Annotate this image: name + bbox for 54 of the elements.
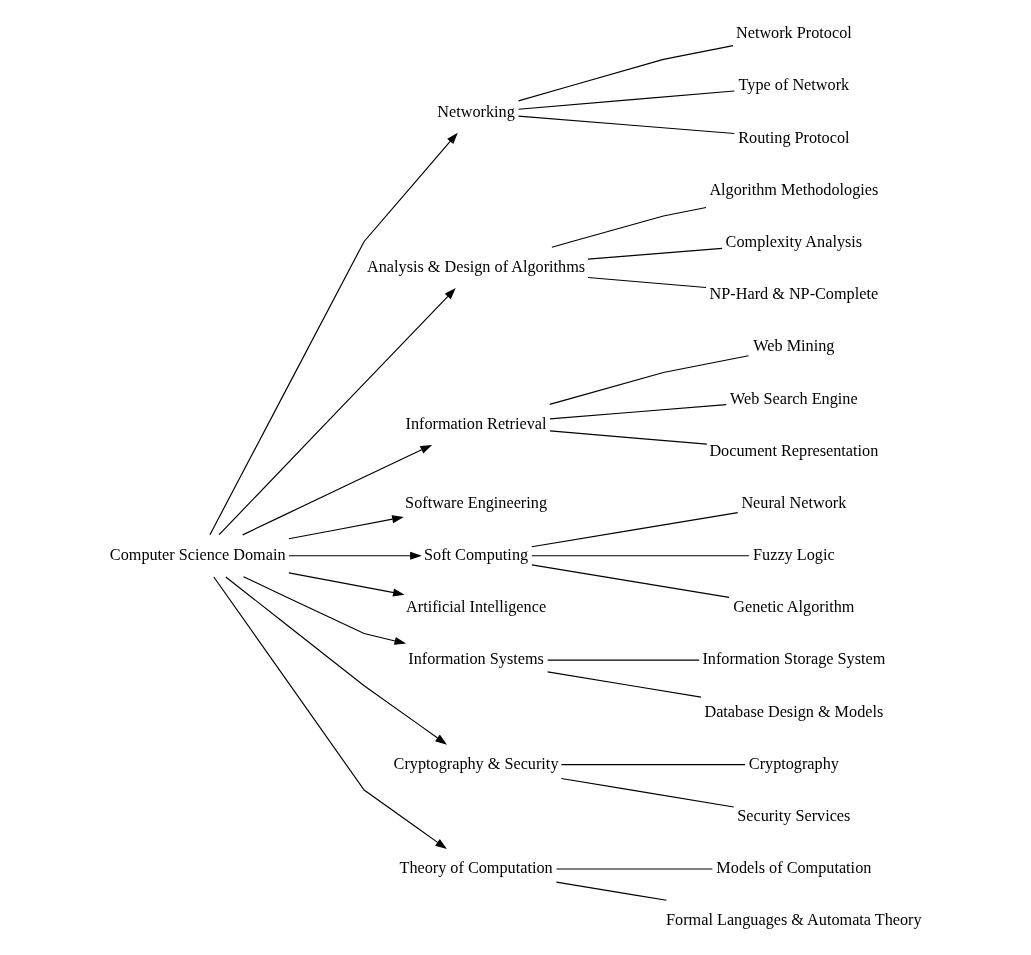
connector (549, 430, 708, 445)
connector (587, 247, 723, 260)
arrow (225, 576, 447, 745)
node-text: NP-Hard & NP-Complete (709, 285, 879, 304)
connector (531, 512, 739, 548)
node-text: Neural Network (741, 493, 847, 512)
node-text: Information Systems (408, 650, 544, 669)
arrow (288, 572, 405, 597)
node-text: Formal Languages & Automata Theory (666, 911, 922, 930)
node-text: Analysis & Design of Algorithms (367, 258, 586, 277)
connector (517, 115, 735, 135)
connector (517, 45, 734, 102)
node-text: Artificial Intelligence (406, 598, 547, 617)
connector (549, 404, 727, 420)
node-text: Complexity Analysis (725, 232, 863, 251)
connector (560, 764, 746, 766)
node-text: Theory of Computation (399, 859, 553, 878)
node-text: Networking (437, 103, 515, 122)
node-text: Fuzzy Logic (753, 546, 835, 565)
connector (531, 564, 730, 599)
arrow (288, 551, 422, 560)
node-text: Information Retrieval (405, 415, 547, 434)
connector (549, 355, 750, 405)
node-text: Type of Network (738, 76, 850, 95)
node-text: Cryptography & Security (393, 754, 559, 773)
arrow (242, 444, 433, 536)
node-text: Web Mining (753, 337, 835, 356)
connector (517, 90, 735, 110)
node-text: Genetic Algorithm (733, 598, 855, 617)
arrow (209, 132, 458, 536)
node-text: Soft Computing (424, 546, 529, 565)
arrow (213, 576, 447, 850)
node-text: Cryptography (748, 754, 839, 773)
arrow (288, 515, 404, 540)
connector (587, 276, 707, 289)
connector (531, 555, 750, 557)
node-text: Document Representation (709, 441, 879, 460)
arrow (218, 288, 456, 536)
connector (547, 671, 702, 698)
node-text: Routing Protocol (738, 128, 850, 147)
node-text: Information Storage System (702, 650, 886, 669)
node-text: Computer Science Domain (109, 546, 286, 565)
connector (547, 659, 700, 661)
arrow (243, 576, 407, 645)
connector (555, 881, 668, 901)
node-text: Algorithm Methodologies (709, 180, 879, 199)
node-text: Network Protocol (735, 24, 852, 43)
node-text: Models of Computation (716, 859, 872, 878)
node-text: Web Search Engine (730, 389, 858, 408)
connector (560, 777, 735, 808)
connector (551, 206, 707, 248)
node-text: Software Engineering (405, 493, 547, 512)
node-text: Database Design & Models (704, 702, 884, 721)
node-text: Security Services (737, 807, 851, 826)
